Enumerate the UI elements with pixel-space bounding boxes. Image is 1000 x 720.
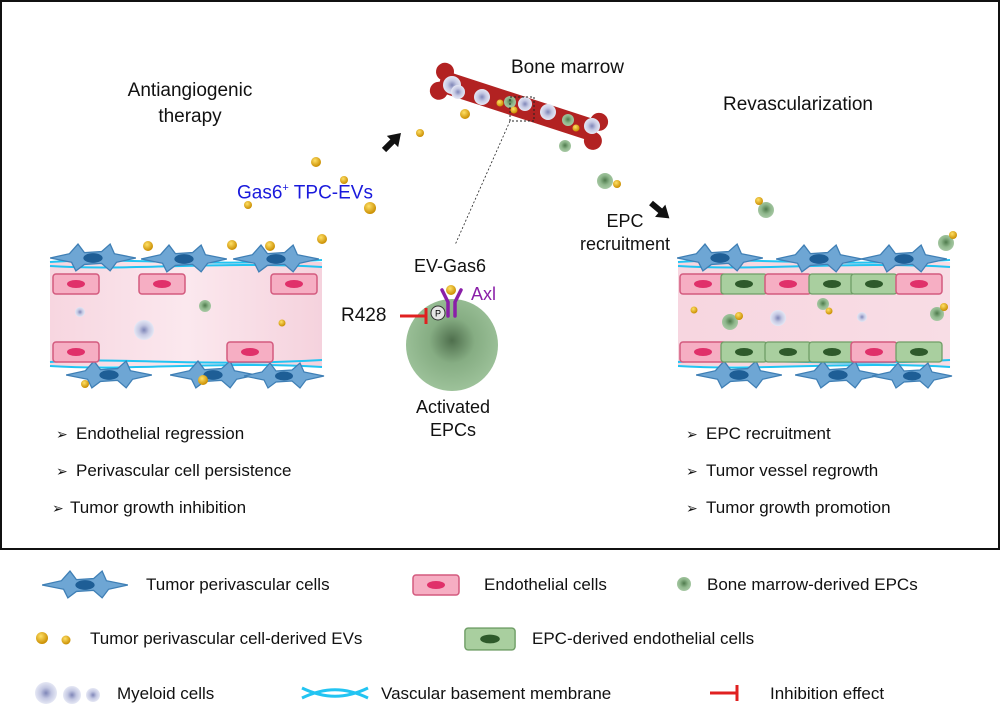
myeloid-cell bbox=[584, 118, 600, 134]
activated-epcs-label: Activated EPCs bbox=[415, 397, 491, 440]
legend-epc-endothelial-label: EPC-derived endothelial cells bbox=[532, 629, 755, 648]
arrow-to-tumor bbox=[649, 200, 670, 219]
right-panel-title: Revascularization bbox=[723, 94, 873, 115]
myeloid-cell bbox=[474, 89, 490, 105]
myeloid-cell bbox=[451, 85, 465, 99]
right-bullet-3: ➢Tumor growth promotion bbox=[686, 498, 891, 517]
legend-graphics bbox=[35, 570, 739, 704]
legend-ev-label: Tumor perivascular cell-derived EVs bbox=[90, 629, 363, 648]
legend-myeloid-swatch bbox=[35, 682, 57, 704]
r428-label: R428 bbox=[341, 305, 387, 326]
legend-endothelial-swatch bbox=[412, 574, 460, 596]
ev-dot bbox=[496, 99, 504, 107]
legend-basement-swatch bbox=[301, 686, 369, 700]
right-bullet-1: ➢EPC recruitment bbox=[686, 424, 831, 443]
ev-dot bbox=[572, 124, 580, 132]
legend-inhibition-label: Inhibition effect bbox=[770, 684, 885, 703]
ev-dot bbox=[510, 106, 518, 114]
phospho-label: P bbox=[435, 309, 441, 319]
zoom-line bbox=[454, 120, 511, 246]
legend-perivascular-label: Tumor perivascular cells bbox=[146, 575, 330, 594]
left-bullet-1: ➢Endothelial regression bbox=[56, 424, 245, 443]
legend-basement-label: Vascular basement membrane bbox=[381, 684, 612, 703]
zoom-box bbox=[509, 96, 535, 122]
legend-epc-swatch bbox=[677, 577, 691, 591]
epc-path-right bbox=[597, 173, 957, 251]
left-vessel bbox=[49, 240, 325, 389]
legend-myeloid-label: Myeloid cells bbox=[117, 684, 215, 703]
left-panel-title: Antiangiogenic therapy bbox=[127, 80, 253, 127]
arrow-to-bone bbox=[381, 133, 401, 153]
epc-cell bbox=[562, 114, 574, 126]
bone-marrow-title: Bone marrow bbox=[511, 57, 624, 78]
legend-endothelial-label: Endothelial cells bbox=[484, 575, 607, 594]
activated-epc: P bbox=[406, 285, 498, 391]
epc-recruitment-label: EPC recruitment bbox=[579, 211, 671, 254]
epc-cell bbox=[559, 140, 571, 152]
axl-label: Axl bbox=[471, 284, 497, 304]
inhibition-mark bbox=[400, 308, 428, 324]
ev-gas6-label: EV-Gas6 bbox=[414, 256, 487, 276]
right-bullet-2: ➢Tumor vessel regrowth bbox=[686, 461, 879, 480]
legend-ev-swatch bbox=[36, 632, 48, 644]
legend-epc-endothelial-swatch bbox=[464, 627, 516, 651]
bone-marrow-cells bbox=[443, 76, 600, 152]
legend-epc-label: Bone marrow-derived EPCs bbox=[707, 575, 918, 594]
left-bullet-3: ➢Tumor growth inhibition bbox=[52, 498, 247, 517]
myeloid-cell bbox=[540, 104, 556, 120]
ev-path-left bbox=[244, 109, 470, 244]
epc-cell bbox=[504, 96, 516, 108]
right-vessel bbox=[676, 243, 953, 389]
left-bullet-2: ➢Perivascular cell persistence bbox=[56, 461, 292, 480]
ev-label: Gas6+ TPC-EVs bbox=[237, 182, 373, 204]
legend-perivascular-swatch bbox=[41, 570, 129, 599]
myeloid-cell bbox=[518, 97, 532, 111]
